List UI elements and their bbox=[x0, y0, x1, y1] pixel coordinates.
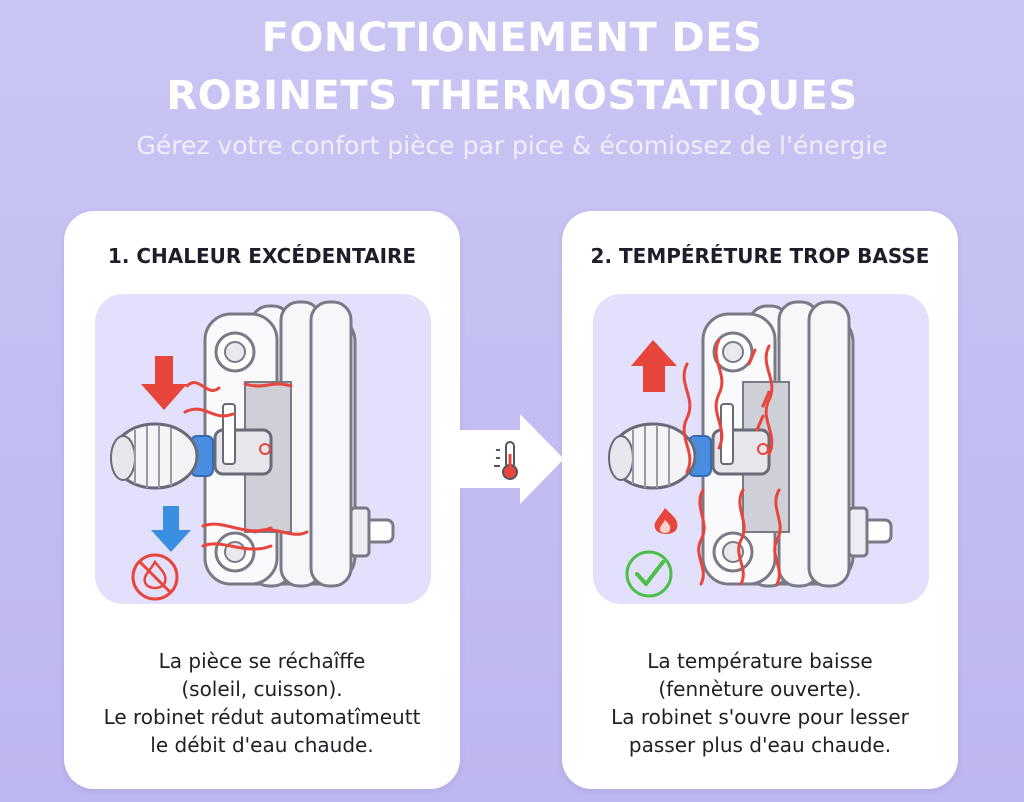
connector-arrow bbox=[458, 414, 568, 508]
description-line: La robinet s'ouvre pour lesser bbox=[611, 705, 909, 729]
page-title-line-2: ROBINETS THERMOSTATIQUES bbox=[166, 73, 858, 119]
description-line: (fennèture ouverte). bbox=[658, 677, 862, 701]
card-title: 1. CHALEUR EXCÉDENTAIRE bbox=[107, 244, 417, 268]
card-excess-heat: 1. CHALEUR EXCÉDENTAIRE bbox=[64, 211, 460, 789]
flame-icon bbox=[654, 508, 678, 534]
arrow-down-blue-icon bbox=[151, 506, 191, 552]
description-line: La température baisse bbox=[647, 649, 873, 673]
description-line: Le robinet rédut automatîmeutt bbox=[103, 705, 421, 729]
card-title: 2. TEMPÉRÉTURE TROP BASSE bbox=[590, 244, 930, 268]
checkmark-icon bbox=[625, 550, 673, 598]
description-line: (soleil, cuisson). bbox=[181, 677, 343, 701]
card-description: La pièce se réchaîffe (soleil, cuisson).… bbox=[64, 647, 460, 759]
description-line: passer plus d'eau chaude. bbox=[628, 733, 892, 757]
radiator-illustration-low-temperature bbox=[593, 294, 929, 604]
card-low-temperature: 2. TEMPÉRÉTURE TROP BASSE bbox=[562, 211, 958, 789]
page-title-line-1: FONCTIONEMENT DES bbox=[261, 15, 763, 61]
thermostatic-valve-icon bbox=[608, 403, 771, 490]
radiator-icon bbox=[203, 300, 395, 588]
radiator-illustration-excess-heat bbox=[95, 294, 431, 604]
description-line: La pièce se réchaîffe bbox=[158, 649, 366, 673]
description-line: le débit d'eau chaude. bbox=[150, 733, 374, 757]
thermostatic-valve-icon bbox=[110, 403, 273, 490]
card-description: La température baisse (fennèture ouverte… bbox=[562, 647, 958, 759]
no-heating-icon bbox=[131, 553, 179, 601]
page-subtitle: Gérez votre confort pièce par pice & éco… bbox=[136, 131, 888, 160]
arrow-up-red-icon bbox=[631, 340, 677, 392]
arrow-down-red-icon bbox=[141, 356, 187, 410]
thermometer-icon bbox=[494, 441, 518, 480]
